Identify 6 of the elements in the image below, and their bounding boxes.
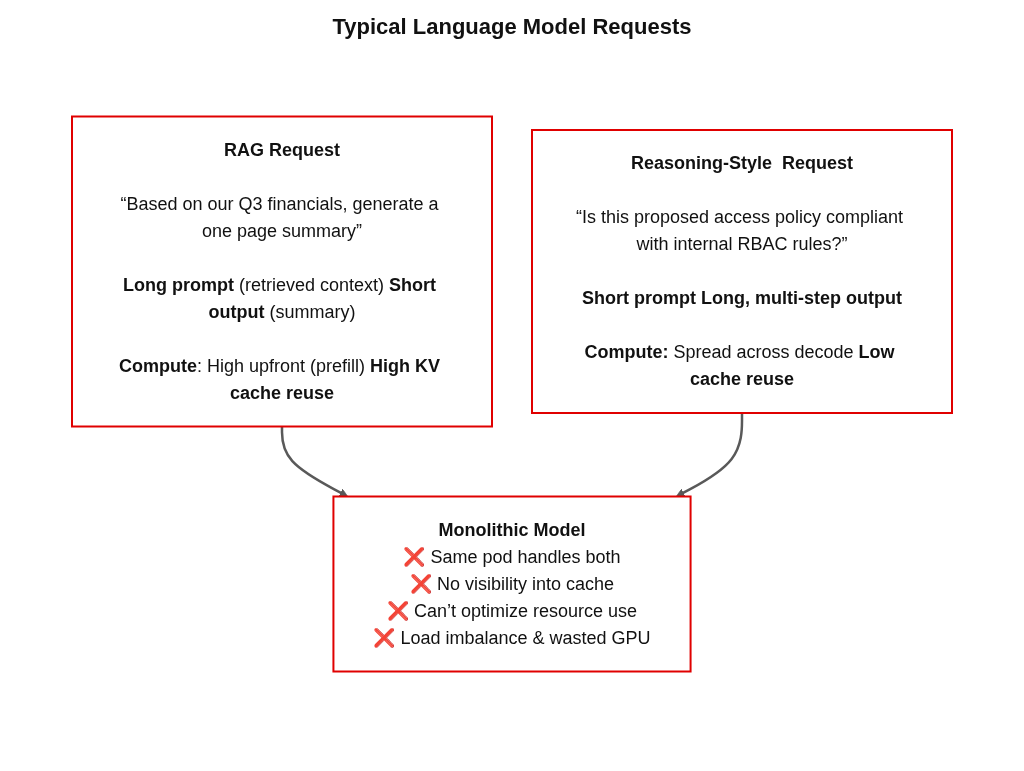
node-box: Monolithic Model ❌ Same pod handles both ❌ No visibility into cache ❌ Can’t optimize resource use ❌ Load imbalance & wasted GPU xyxy=(332,495,692,673)
diagram-title: Typical Language Model Requests xyxy=(331,14,693,40)
node-box: Reasoning-Style Request “Is this proposed access policy compliant with internal RBAC rules?” Short prompt Long, multi-step output Compute: Spread across decode Low cache reuse xyxy=(531,129,953,414)
arrow xyxy=(280,426,349,497)
arrow xyxy=(675,413,744,497)
node-box: RAG Request “Based on our Q3 financials, generate a one page summary” Long prompt (retrieved context) Short output (summary) Compute: High upfront (prefill) High KV cache reuse xyxy=(71,115,493,428)
